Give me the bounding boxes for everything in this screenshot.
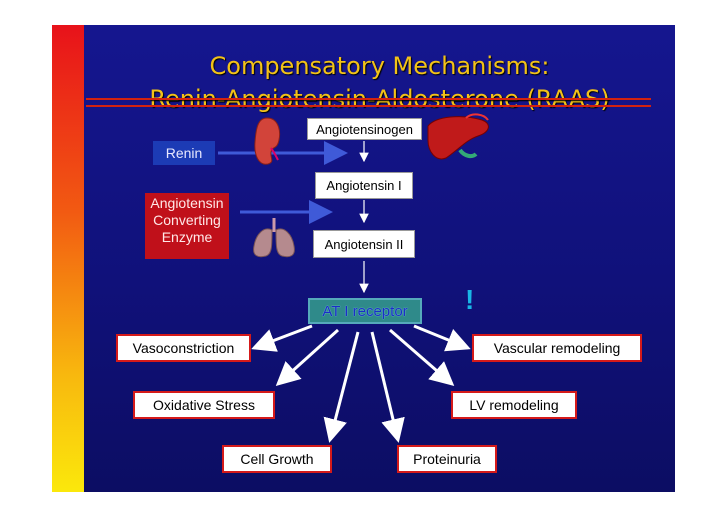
arrow-to-oxidative-stress (275, 328, 340, 387)
at1-receptor-box: AT I receptor (308, 298, 422, 324)
ace-label: Angiotensin Converting Enzyme (145, 193, 229, 259)
kidney-icon (254, 117, 281, 165)
arrow-to-lv-remodeling (389, 328, 455, 386)
angiotensin-2-box: Angiotensin II (313, 230, 415, 258)
ace-label-line1: Angiotensin (150, 195, 224, 211)
exclamation-mark: ! (465, 284, 475, 315)
arrow-to-vascular-remodeling (413, 324, 471, 352)
arrow-to-cell-growth (323, 331, 360, 443)
angiotensin-1-box: Angiotensin I (315, 172, 413, 199)
cell-growth-box: Cell Growth (222, 445, 332, 473)
vasoconstriction-box: Vasoconstriction (116, 334, 251, 362)
lungs-icon (253, 218, 295, 258)
slide-title-line1: Compensatory Mechanisms: (209, 52, 550, 80)
proteinuria-box: Proteinuria (397, 445, 497, 473)
ace-label-line2: Converting (153, 212, 221, 228)
ace-label-line3: Enzyme (161, 229, 213, 245)
arrow-to-proteinuria (370, 331, 405, 443)
title-underline (86, 98, 651, 100)
arrow-to-vasoconstriction (251, 324, 313, 352)
title-underline-2 (86, 105, 651, 107)
liver-icon (427, 113, 489, 160)
angiotensinogen-box: Angiotensinogen (307, 118, 422, 140)
lv-remodeling-box: LV remodeling (451, 391, 577, 419)
gradient-sidebar (52, 25, 84, 492)
oxidative-stress-box: Oxidative Stress (133, 391, 275, 419)
renin-label: Renin (153, 141, 215, 165)
vascular-remodeling-box: Vascular remodeling (472, 334, 642, 362)
